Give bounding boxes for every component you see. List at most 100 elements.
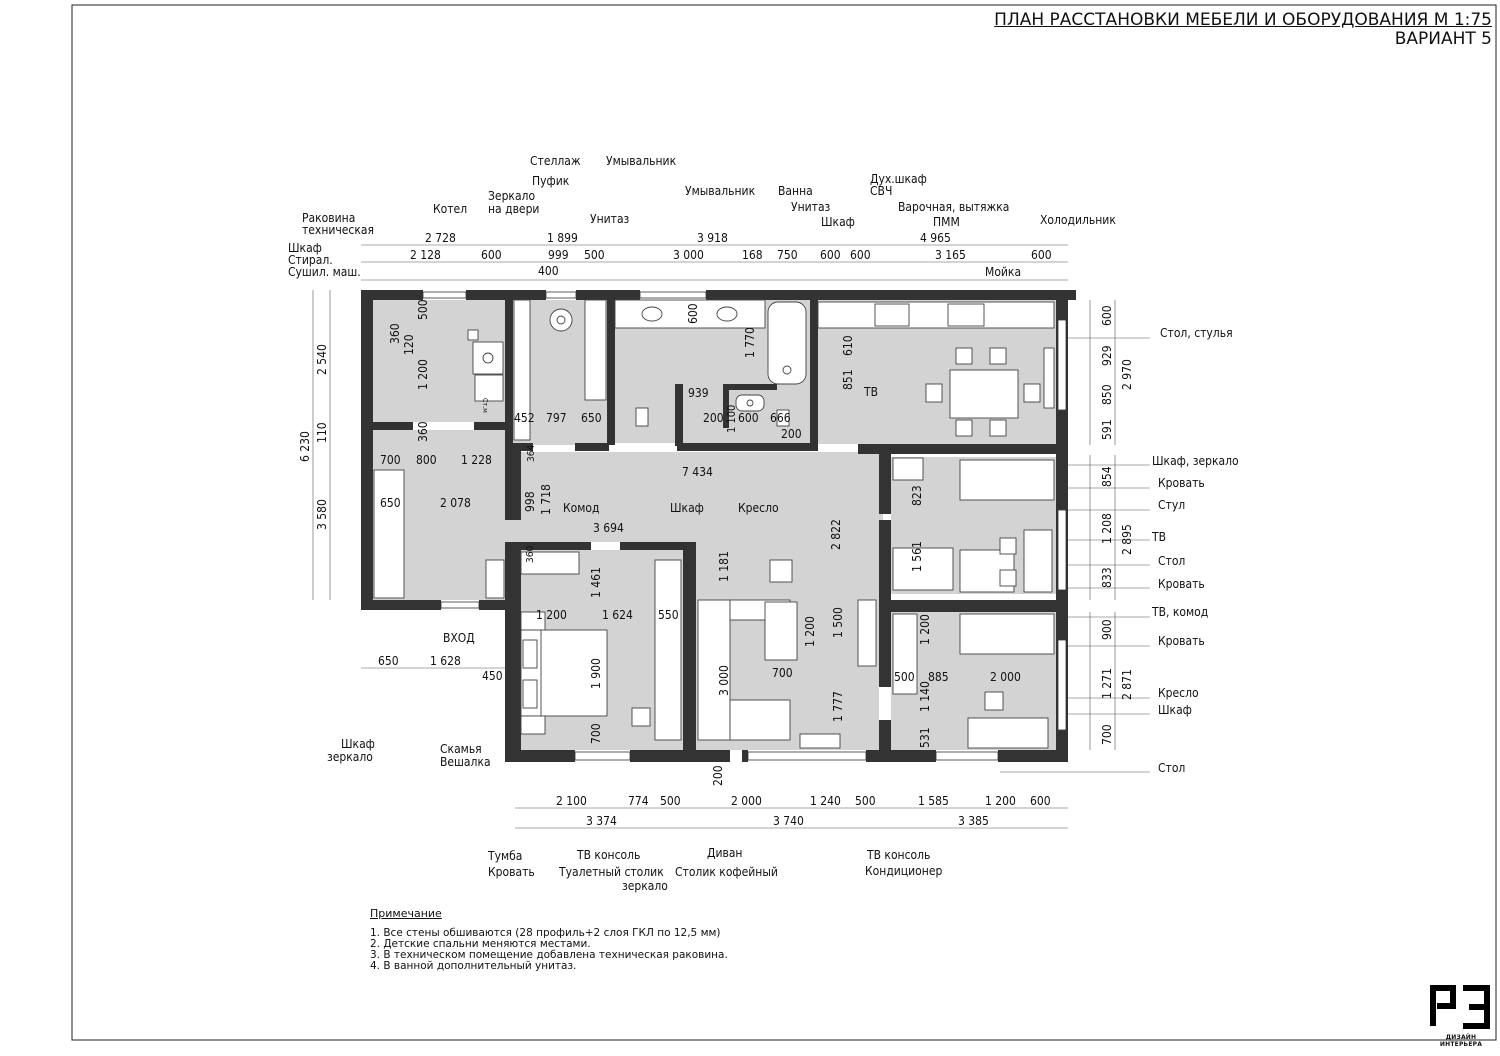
kitchen-sink (947, 303, 985, 327)
studio-logo: ДИЗАЙН ИНТЕРЬЕРА (1428, 982, 1494, 1048)
svg-text:700: 700 (589, 723, 603, 744)
svg-text:2 100: 2 100 (556, 794, 587, 808)
svg-text:2 540: 2 540 (315, 344, 329, 375)
dressing-stool (631, 707, 651, 727)
svg-text:3 165: 3 165 (935, 248, 966, 262)
svg-text:700: 700 (1100, 724, 1114, 745)
svg-text:1 200: 1 200 (985, 794, 1016, 808)
label-tech-sink-2: техническая (302, 223, 374, 237)
svg-text:1 900: 1 900 (589, 658, 603, 689)
armchair (769, 559, 793, 583)
svg-text:1 561: 1 561 (910, 541, 924, 572)
svg-text:360: 360 (525, 546, 536, 563)
svg-text:120: 120 (402, 334, 416, 355)
kids-armchair (984, 691, 1004, 711)
svg-text:364: 364 (526, 445, 537, 462)
label-washbasin2: Умывальник (685, 184, 756, 198)
svg-text:1 200: 1 200 (416, 359, 430, 390)
svg-text:500: 500 (894, 670, 915, 684)
svg-text:851: 851 (841, 369, 855, 390)
windows (422, 291, 1067, 761)
label-wardrobe-mirror: Шкаф, зеркало (1152, 454, 1239, 468)
kids-desk (1023, 529, 1053, 593)
note-item: 1. Все стены обшиваются (28 профиль+2 сл… (370, 927, 721, 939)
svg-text:2 128: 2 128 (410, 248, 441, 262)
svg-text:823: 823 (910, 485, 924, 506)
label-tv-dresser: ТВ, комод (1151, 605, 1208, 619)
svg-text:2 728: 2 728 (425, 231, 456, 245)
svg-text:3 374: 3 374 (586, 814, 617, 828)
label-nightstand: Тумба (487, 849, 522, 863)
svg-text:700: 700 (772, 666, 793, 680)
dimension-numbers: 2 728 1 899 3 918 4 965 2 128 600 999 50… (298, 231, 1134, 828)
svg-text:360: 360 (416, 421, 430, 442)
svg-text:999: 999 (548, 248, 569, 262)
svg-text:1 181: 1 181 (717, 551, 731, 582)
svg-text:610: 610 (841, 335, 855, 356)
coffee-table (764, 601, 798, 661)
hall-floor (513, 452, 883, 542)
sheet-variant: ВАРИАНТ 5 (1394, 29, 1492, 49)
svg-text:500: 500 (855, 794, 876, 808)
kids-bed-1b (892, 547, 954, 591)
svg-text:400: 400 (538, 264, 559, 278)
master-wardrobe (654, 559, 682, 741)
label-mirror-door-2: на двери (488, 202, 539, 216)
svg-text:168: 168 (742, 248, 763, 262)
label-armchair2: Кресло (1158, 686, 1199, 700)
svg-text:531: 531 (918, 727, 932, 748)
svg-text:600: 600 (1031, 248, 1052, 262)
label-bed2: Кровать (1158, 577, 1205, 591)
svg-text:1 461: 1 461 (589, 567, 603, 598)
svg-text:1 585: 1 585 (918, 794, 949, 808)
svg-text:774: 774 (628, 794, 649, 808)
svg-text:1 777: 1 777 (831, 691, 845, 722)
svg-text:7 434: 7 434 (682, 465, 713, 479)
label-wardrobe-mirror-bottom-1: Шкаф (341, 737, 375, 751)
svg-text:1 200: 1 200 (918, 614, 932, 645)
svg-text:1 100: 1 100 (725, 405, 738, 433)
sheet-title: ПЛАН РАССТАНОВКИ МЕБЕЛИ И ОБОРУДОВАНИЯ М… (994, 10, 1492, 30)
note-item: 3. В техническом помещение добавлена тех… (370, 949, 728, 961)
label-bench: Скамья (440, 742, 482, 756)
svg-text:2 895: 2 895 (1120, 524, 1134, 555)
label-sofa: Диван (707, 846, 743, 860)
label-table-chairs: Стол, стулья (1160, 326, 1233, 340)
svg-text:600: 600 (1030, 794, 1051, 808)
label-dishwasher: ПММ (933, 215, 960, 229)
svg-text:1 628: 1 628 (430, 654, 461, 668)
label-desk3: Стол (1158, 761, 1185, 775)
svg-text:200: 200 (711, 765, 725, 786)
sheet-frame (71, 4, 1497, 1041)
label-chair1: Стул (1158, 498, 1185, 512)
notes-block: Примечание 1. Все стены обшиваются (28 п… (370, 908, 728, 972)
label-wardrobe: Шкаф (288, 241, 322, 255)
label-wardrobe3: Шкаф (1158, 703, 1192, 717)
hall-wardrobe (373, 469, 405, 599)
notes-title: Примечание (370, 907, 442, 920)
svg-text:200: 200 (781, 427, 802, 441)
label-mirror-bottom: зеркало (622, 879, 668, 893)
svg-text:1 718: 1 718 (539, 484, 553, 515)
svg-text:3 694: 3 694 (593, 521, 624, 535)
label-fridge: Холодильник (1040, 213, 1116, 227)
svg-text:850: 850 (1100, 384, 1114, 405)
svg-text:1 140: 1 140 (918, 681, 932, 712)
wc-cabinet (584, 299, 607, 401)
svg-text:3 740: 3 740 (773, 814, 804, 828)
outer-wall-bottom-left (361, 600, 441, 610)
svg-text:3 000: 3 000 (673, 248, 704, 262)
svg-text:600: 600 (1100, 305, 1114, 326)
bath-toilet (635, 407, 649, 427)
label-coffee-table: Столик кофейный (675, 865, 778, 879)
svg-text:4 965: 4 965 (920, 231, 951, 245)
logo-mark-icon (1430, 985, 1490, 1029)
label-washer-short: Ст.м (481, 398, 489, 413)
note-item: 4. В ванной дополнительный унитаз. (370, 960, 577, 972)
washer-dryer (474, 374, 504, 402)
label-boiler: Котел (433, 202, 467, 216)
svg-text:600: 600 (850, 248, 871, 262)
wc-shelving (513, 299, 531, 441)
svg-text:600: 600 (820, 248, 841, 262)
